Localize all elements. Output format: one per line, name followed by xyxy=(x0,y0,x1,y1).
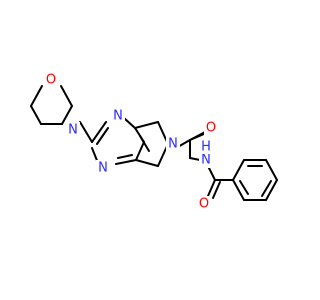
bond xyxy=(30,85,43,107)
oxygen-label: O xyxy=(199,197,209,212)
bond xyxy=(30,105,42,125)
oxygen-label: O xyxy=(206,121,216,136)
hydrogen-label: H xyxy=(201,140,211,155)
bond xyxy=(232,159,245,181)
molecule-structure: O N N N N O N H O xyxy=(30,72,278,212)
nitrogen-label: N xyxy=(68,123,78,138)
pyrimidine-ring xyxy=(91,117,150,169)
nitrogen-label: N xyxy=(98,161,108,176)
bond xyxy=(60,85,73,107)
bond xyxy=(117,154,133,159)
nitrogen-label: N xyxy=(113,109,123,124)
bond xyxy=(61,105,73,125)
bond xyxy=(207,165,216,181)
benzene-ring xyxy=(232,159,278,201)
morpholine-ring xyxy=(30,85,73,125)
oxygen-label: O xyxy=(46,73,56,88)
bond xyxy=(135,141,145,161)
bond xyxy=(134,121,159,129)
bond xyxy=(96,127,109,145)
bond xyxy=(239,180,249,195)
pyrrolo-ring xyxy=(134,121,169,167)
bond xyxy=(79,121,93,143)
nitrogen-label: N xyxy=(201,153,211,168)
bond xyxy=(212,181,221,199)
bond xyxy=(207,179,216,197)
bond xyxy=(135,159,159,167)
bond xyxy=(265,179,278,201)
bond xyxy=(232,179,245,201)
bond xyxy=(115,159,137,165)
bond xyxy=(261,180,272,197)
side-chain xyxy=(175,131,234,199)
bond xyxy=(123,117,136,129)
bond xyxy=(139,135,150,152)
bond xyxy=(91,121,107,143)
atom-labels: O N N N N O N H O xyxy=(44,72,218,212)
nitrogen-label: N xyxy=(168,137,178,152)
bond xyxy=(189,157,201,161)
bond xyxy=(189,131,206,141)
bond xyxy=(265,159,278,181)
